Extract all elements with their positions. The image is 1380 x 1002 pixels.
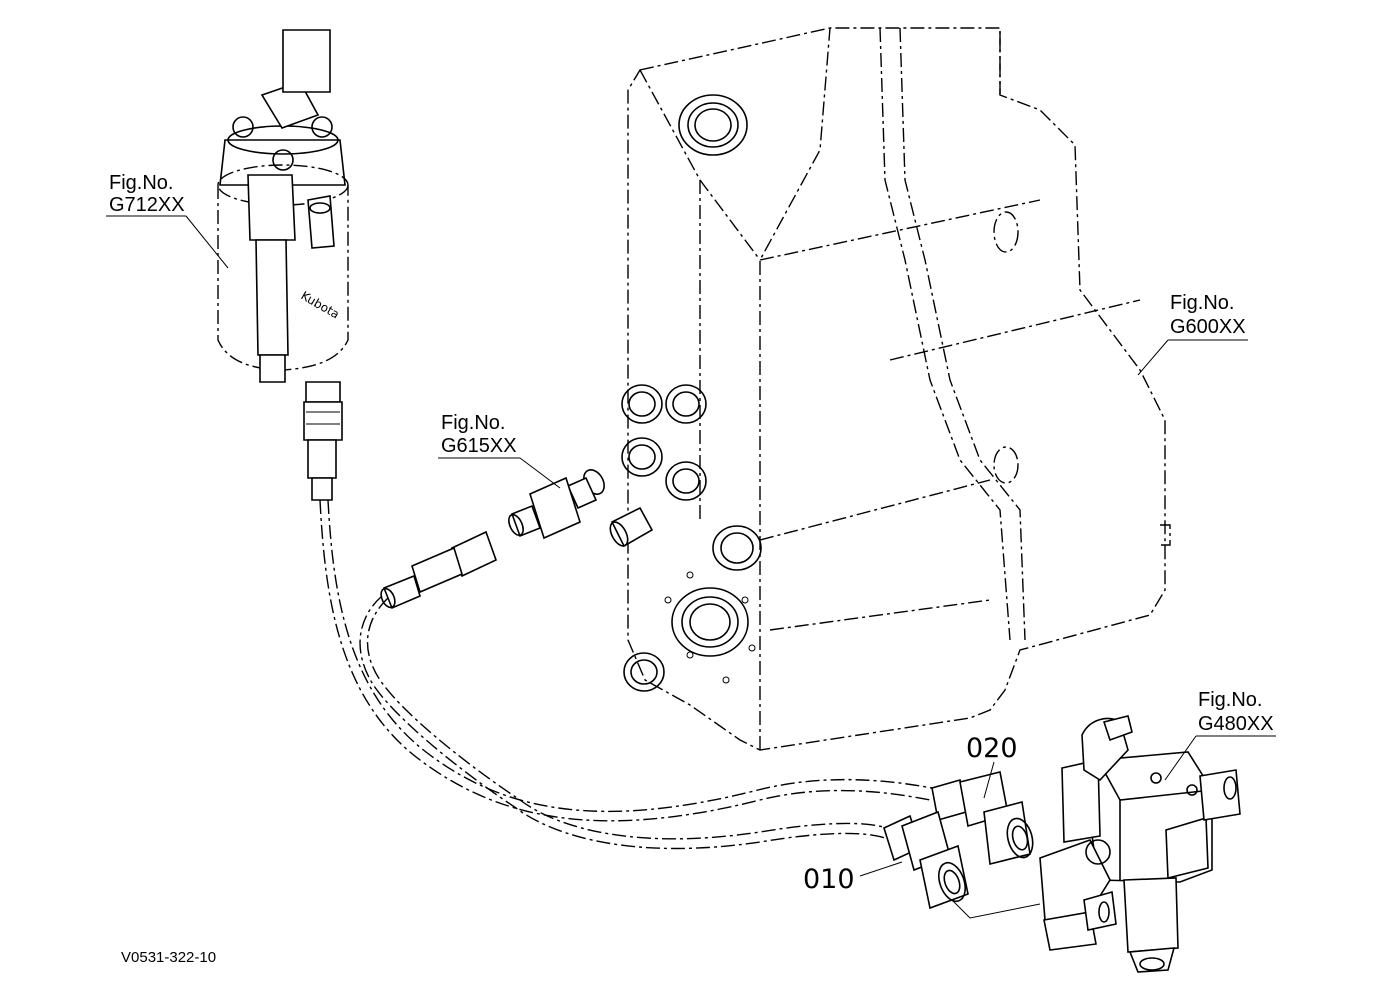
- hose-upper-connector: [380, 530, 497, 610]
- ref-line1: Fig.No.: [1198, 689, 1262, 711]
- reference-label-g712: Fig.No. G712XX: [109, 172, 185, 216]
- part-number-010: 010: [803, 864, 855, 895]
- reference-label-g615: Fig.No. G615XX: [441, 412, 517, 457]
- ref-line1: Fig.No.: [1170, 292, 1234, 314]
- housing-ports: [609, 94, 762, 692]
- leader-lines: [106, 215, 1276, 919]
- filter-brand-label: Kubota: [299, 288, 342, 321]
- hose-fitting-020: [931, 771, 1034, 865]
- drawing-code: V0531-322-10: [121, 949, 216, 966]
- adapter-fitting: [508, 469, 605, 540]
- part-number-020: 020: [966, 733, 1018, 764]
- ref-line2: G600XX: [1170, 316, 1246, 338]
- ref-line1: Fig.No.: [109, 172, 173, 194]
- valve-assembly: [1039, 715, 1241, 973]
- hose-line: [319, 499, 933, 850]
- reference-label-g480: Fig.No. G480XX: [1198, 689, 1274, 735]
- transmission-housing: [627, 27, 1171, 751]
- oil-filter-assembly: Kubota: [217, 29, 349, 501]
- reference-label-g600: Fig.No. G600XX: [1170, 292, 1246, 338]
- ref-line2: G480XX: [1198, 713, 1274, 735]
- ref-line1: Fig.No.: [441, 412, 505, 434]
- hose-fitting-010: [883, 810, 969, 910]
- ref-line2: G615XX: [441, 435, 517, 457]
- ref-line2: G712XX: [109, 194, 185, 216]
